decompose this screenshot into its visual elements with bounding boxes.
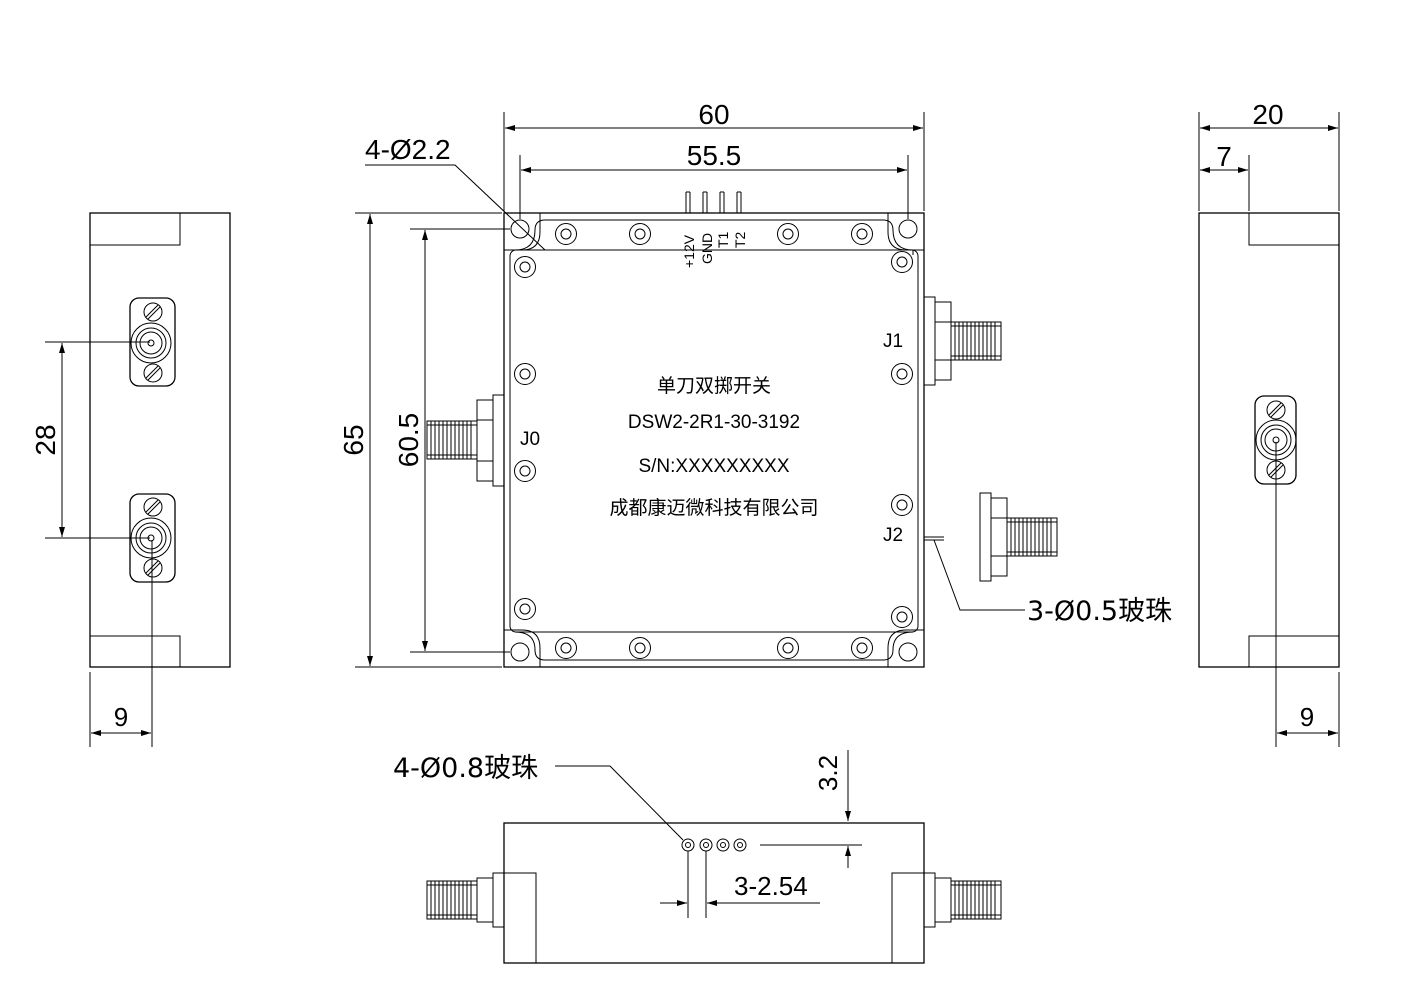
port-j2: J2 <box>883 525 903 546</box>
dim-60-5: 60.5 <box>393 413 424 468</box>
device-company: 成都康迈微科技有限公司 <box>609 497 818 519</box>
dim-60: 60 <box>698 99 729 130</box>
top-view: +12V GND T1 T2 J0 J1 J2 <box>338 99 1172 668</box>
dim-mount-holes: 4-Ø2.2 <box>365 134 451 165</box>
pin-label-gnd: GND <box>699 233 715 264</box>
dim-55-5: 55.5 <box>687 140 742 171</box>
port-j0: J0 <box>520 429 540 450</box>
device-name: 单刀双掷开关 <box>657 375 771 397</box>
dim-28: 28 <box>30 424 61 455</box>
dim-7: 7 <box>1216 141 1232 172</box>
port-j1: J1 <box>883 331 903 352</box>
connector-j0 <box>426 394 505 487</box>
device-model: DSW2-2R1-30-3192 <box>628 412 800 433</box>
pin-label-12v: +12V <box>681 234 697 268</box>
connector-j2 <box>979 492 1058 582</box>
bottom-view: 4-Ø0.8玻珠 3.2 3-2.54 <box>393 750 1002 964</box>
dim-9-left: 9 <box>114 702 128 732</box>
left-side-view: 28 9 <box>30 212 231 747</box>
device-serial: S/N:XXXXXXXXX <box>638 456 789 477</box>
connector-j1 <box>923 296 1002 386</box>
right-side-view: 20 7 9 <box>1198 99 1340 747</box>
dim-65: 65 <box>338 424 369 455</box>
dim-20: 20 <box>1252 99 1283 130</box>
dim-side-pins: 3-Ø0.5玻珠 <box>1027 596 1172 627</box>
pin-label-t2: T2 <box>732 231 748 248</box>
dim-pitch: 3-2.54 <box>734 871 808 901</box>
dim-pins: 4-Ø0.8玻珠 <box>393 753 538 784</box>
dim-9-right: 9 <box>1300 702 1314 732</box>
dim-3-2: 3.2 <box>813 755 843 791</box>
pin-label-t1: T1 <box>715 231 731 248</box>
